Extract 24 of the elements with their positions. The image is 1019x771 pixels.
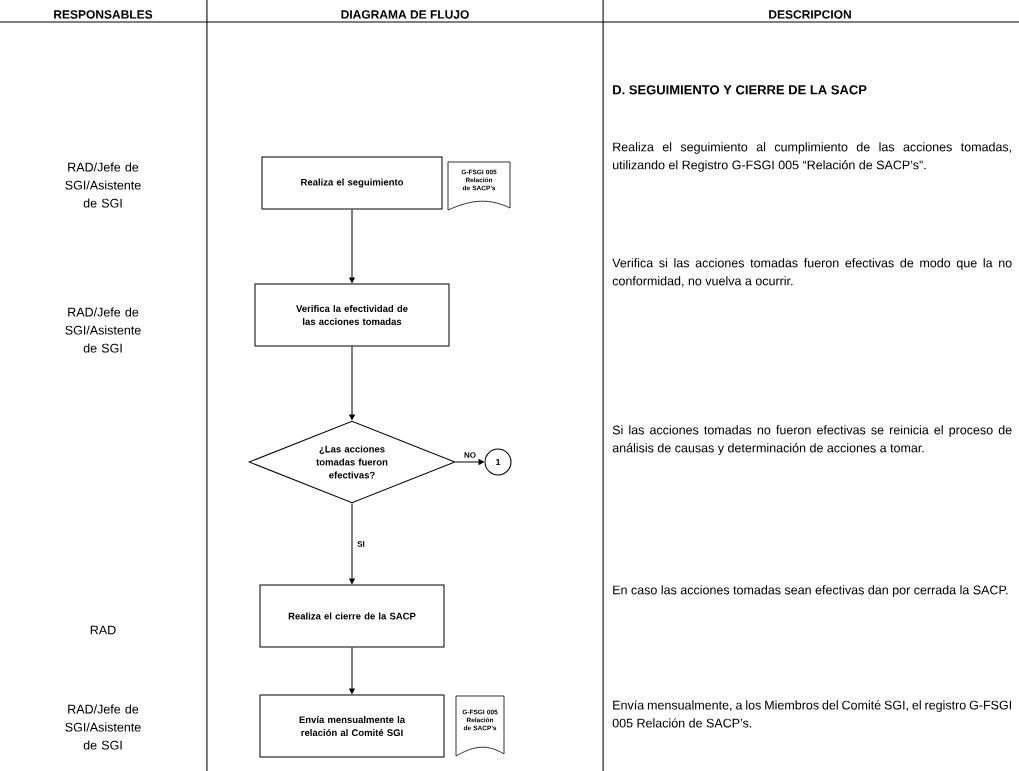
description-text: Si las acciones tomadas no fueron efectivas se reinicia el proceso de análisis de causas y determinación de acciones a tomar. (612, 425, 1012, 455)
column-header: DESCRIPCION (769, 10, 851, 19)
edge-label: SI (357, 541, 365, 547)
description-text: Verifica si las acciones tomadas fueron efectivas de modo que la no conformidad, no vuelva a ocurrir. (612, 258, 1012, 287)
process-box: Envía mensualmente la relación al Comité SGI (259, 694, 445, 758)
process-box: Verifica la efectividad de las acciones tomadas (254, 283, 450, 347)
arrow (455, 459, 484, 465)
responsible-text: RAD (90, 625, 116, 635)
responsible-text: RAD/Jefe de SGI/Asistente de SGI (65, 307, 141, 353)
arrow (349, 647, 355, 694)
description-text: Realiza el seguimiento al cumplimiento de las acciones tomadas, utilizando el Registro G-FSGI 005 “Relación de SACP’s”. (613, 142, 1011, 172)
description-text: En caso las acciones tomadas sean efectivas dan por cerrada la SACP. (613, 585, 1008, 597)
section-heading: D. SEGUIMIENTO Y CIERRE DE LA SACP (613, 85, 867, 95)
arrow (349, 346, 355, 420)
column-header: DIAGRAMA DE FLUJO (341, 10, 469, 19)
column-header: RESPONSABLES (54, 10, 153, 19)
edge-label: NO (464, 452, 476, 458)
arrow (349, 209, 355, 283)
responsible-text: RAD/Jefe de SGI/Asistente de SGI (65, 162, 141, 208)
process-box: Realiza el cierre de la SACP (259, 584, 445, 648)
process-box: Realiza el seguimiento (261, 156, 443, 210)
description-text: Envía mensualmente, a los Miembros del Comité SGI, el registro G-FSGI 005 Relación de SACP’s. (612, 700, 1011, 728)
responsible-text: RAD/Jefe de SGI/Asistente de SGI (65, 704, 141, 750)
arrow (349, 503, 355, 584)
